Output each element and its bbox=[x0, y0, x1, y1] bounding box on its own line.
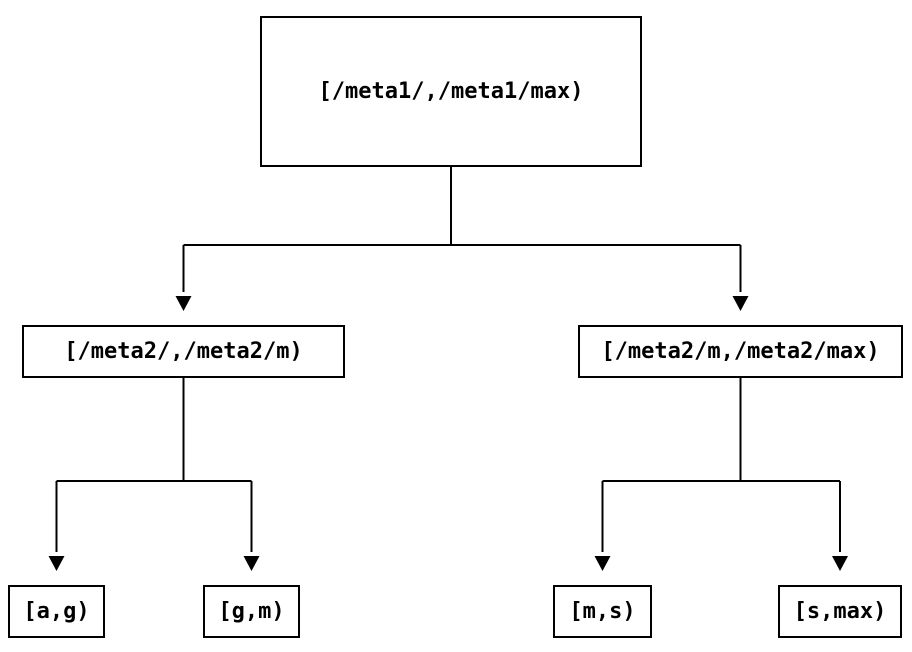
node-leaf-smax: [s,max) bbox=[778, 585, 902, 638]
edge-left-to-leaf-ag bbox=[48, 481, 65, 571]
edge-left-to-leaf-gm bbox=[243, 481, 260, 571]
arrow-down-icon bbox=[732, 296, 749, 311]
edge-root-to-right bbox=[732, 245, 749, 311]
node-leaf-smax-label: [s,max) bbox=[793, 599, 887, 624]
node-leaf-ag-label: [a,g) bbox=[23, 599, 90, 624]
arrow-down-icon bbox=[175, 296, 192, 311]
node-meta2-right: [/meta2/m,/meta2/max) bbox=[578, 325, 903, 378]
edge-right-to-leaf-ms bbox=[594, 481, 611, 571]
arrow-down-icon bbox=[243, 556, 260, 571]
node-leaf-ms-label: [m,s) bbox=[569, 599, 636, 624]
arrow-down-icon bbox=[832, 556, 848, 571]
edge-right-to-leaf-smax bbox=[832, 481, 848, 571]
node-leaf-gm-label: [g,m) bbox=[218, 599, 285, 624]
arrow-down-icon bbox=[48, 556, 65, 571]
node-root: [/meta1/,/meta1/max) bbox=[260, 16, 642, 167]
node-leaf-ag: [a,g) bbox=[8, 585, 105, 638]
node-root-label: [/meta1/,/meta1/max) bbox=[318, 79, 584, 104]
edge-root-to-left bbox=[175, 245, 192, 311]
node-meta2-right-label: [/meta2/m,/meta2/max) bbox=[601, 339, 880, 364]
node-leaf-gm: [g,m) bbox=[203, 585, 300, 638]
node-leaf-ms: [m,s) bbox=[553, 585, 652, 638]
node-meta2-left: [/meta2/,/meta2/m) bbox=[22, 325, 345, 378]
arrow-down-icon bbox=[594, 556, 611, 571]
node-meta2-left-label: [/meta2/,/meta2/m) bbox=[64, 339, 303, 364]
